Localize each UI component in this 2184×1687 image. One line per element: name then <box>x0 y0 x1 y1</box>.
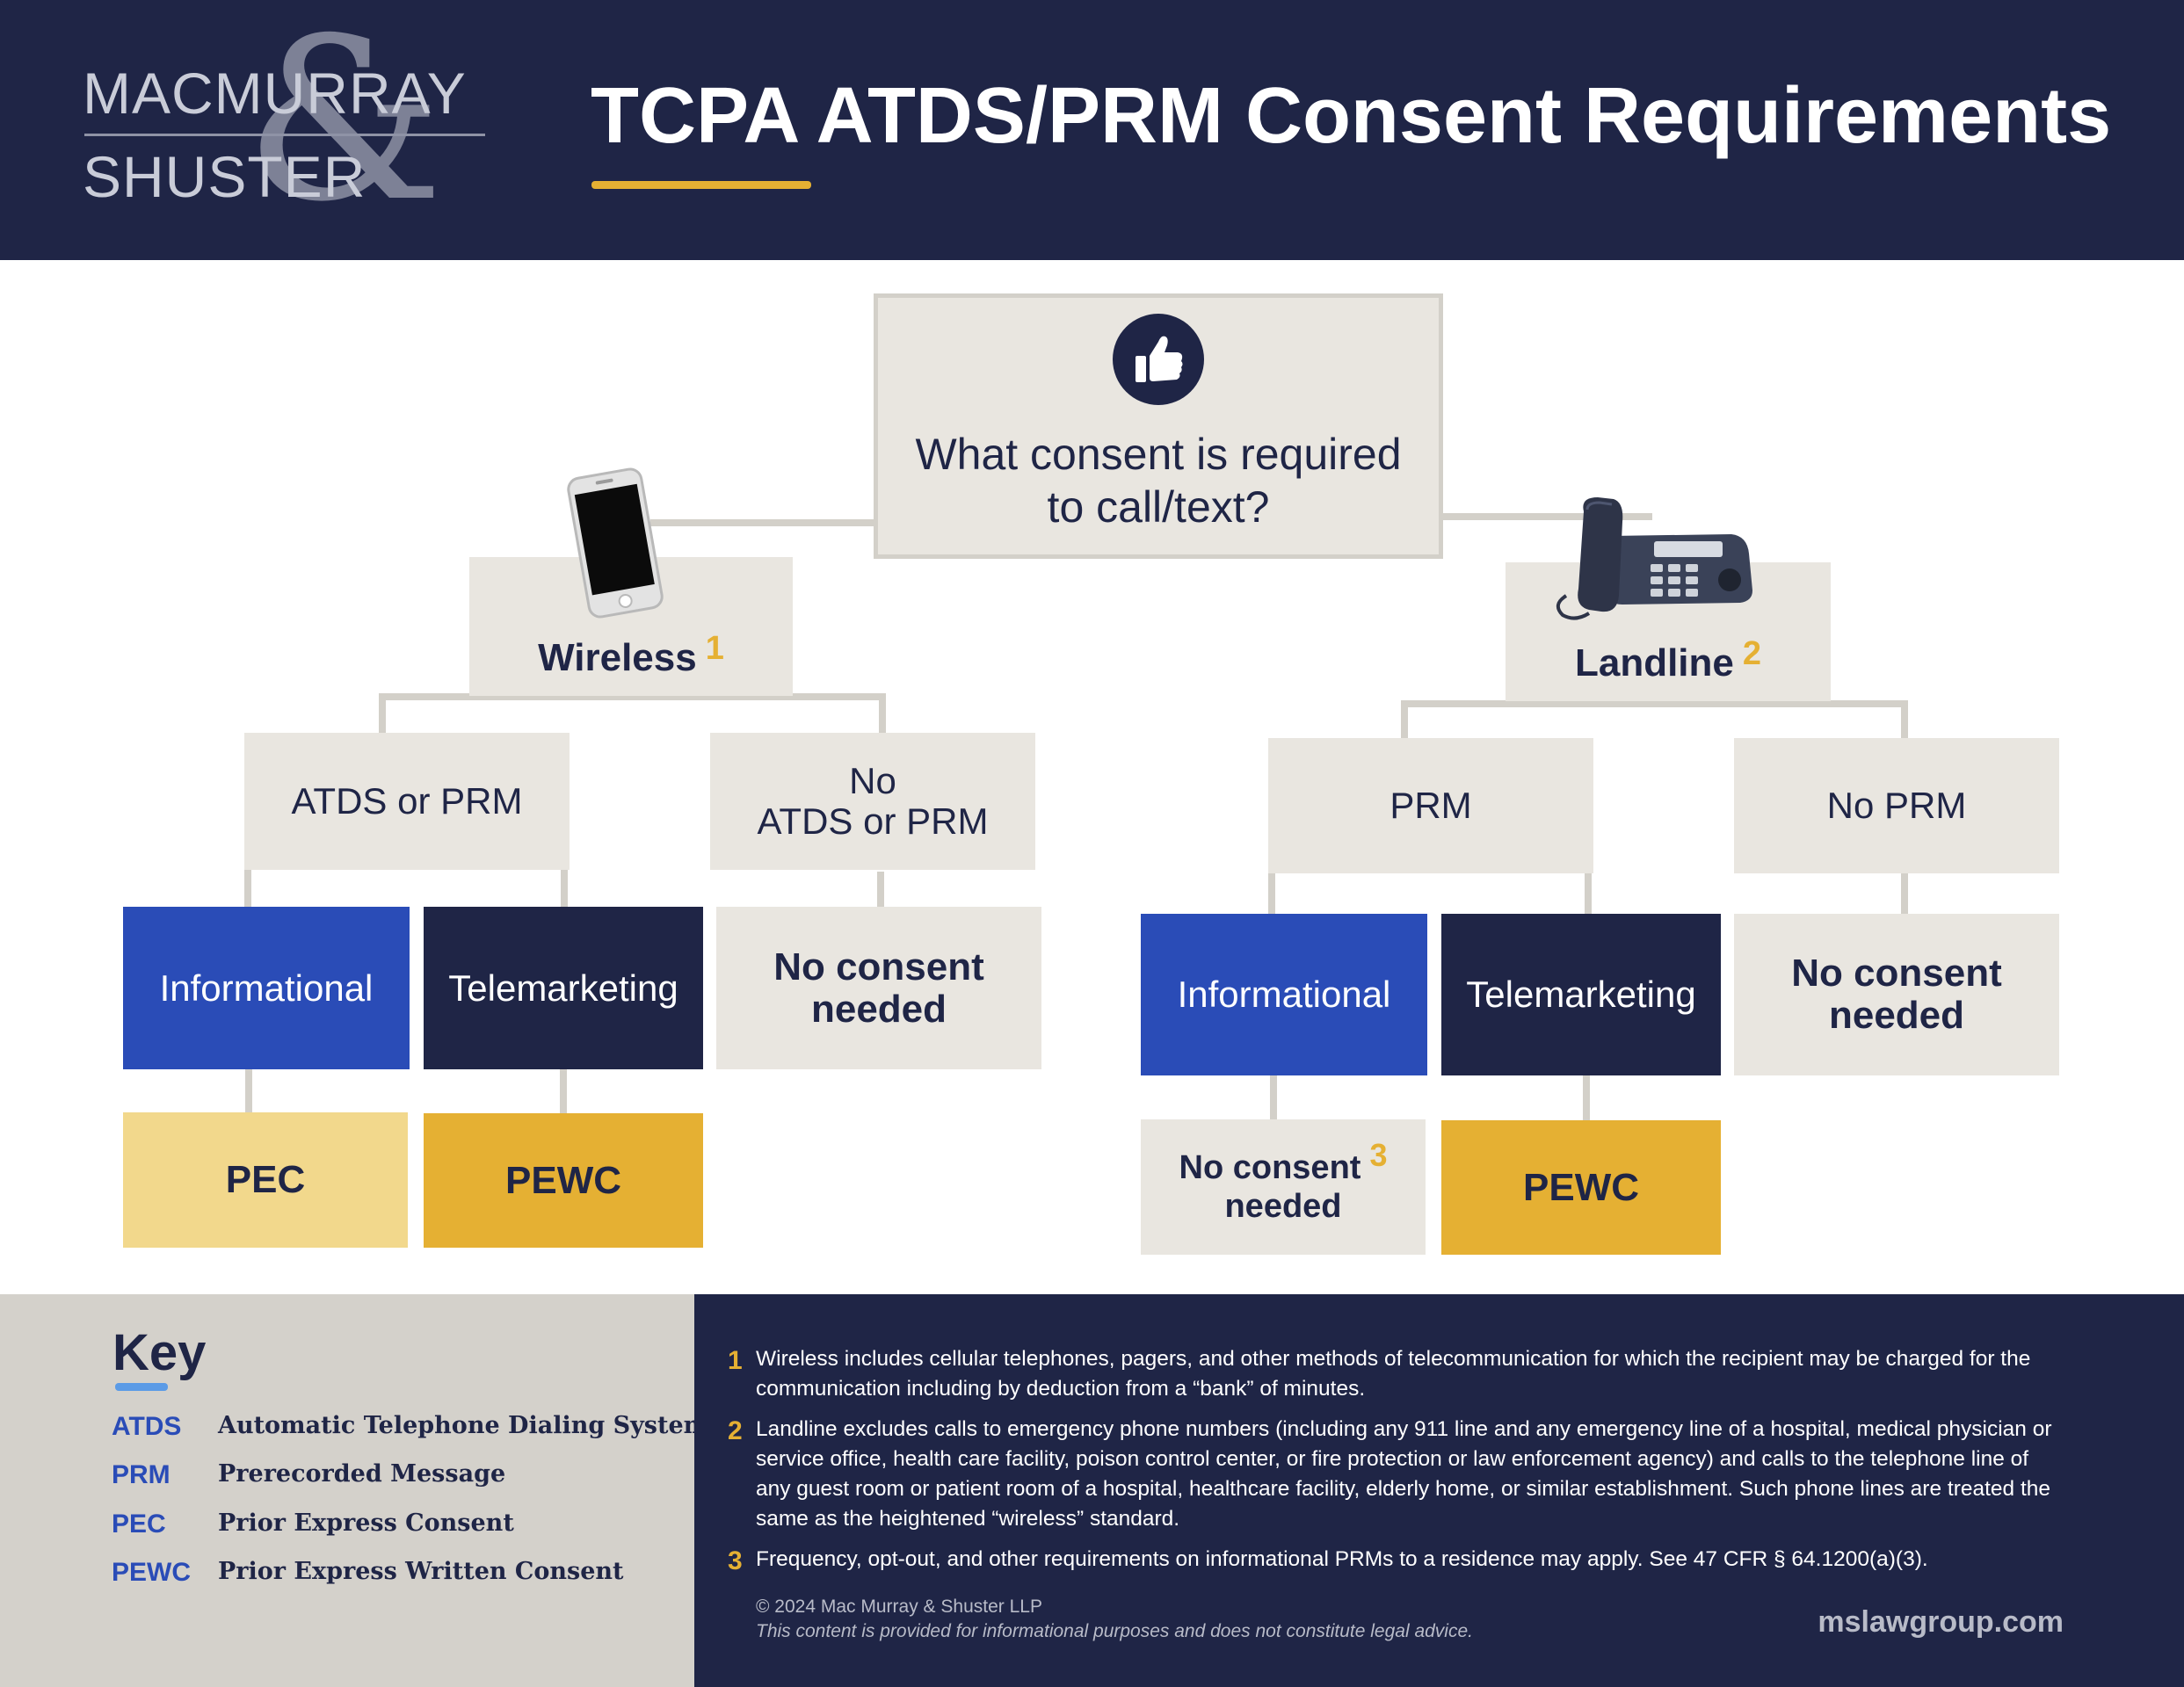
header-banner <box>0 0 2184 260</box>
connector-l-tele-pewc <box>1583 1075 1590 1121</box>
wireless-label: Wireless <box>538 636 697 679</box>
wireless-atds-prm-box: ATDS or PRM <box>244 733 570 870</box>
landline-pewc-label: PEWC <box>1523 1165 1639 1209</box>
key-abbr-pewc: PEWC <box>112 1558 191 1587</box>
wireless-pec-box: PEC <box>123 1112 408 1248</box>
page-title: TCPA ATDS/PRM Consent Requirements <box>591 72 2112 160</box>
disclaimer-text: This content is provided for information… <box>756 1621 1473 1641</box>
landline-prm-label: PRM <box>1389 785 1472 826</box>
key-panel <box>0 1294 694 1687</box>
landline-no-consent-line-1: No consent <box>1791 952 2002 995</box>
landline-no-consent-line-2: needed <box>1828 994 1965 1037</box>
wireless-no-consent-box: No consent needed <box>716 907 1041 1069</box>
wireless-no-atds-line-2: ATDS or PRM <box>757 800 989 842</box>
landline-no-prm-box: No PRM <box>1734 738 2059 873</box>
landline-info-result-ref: 3 <box>1369 1137 1388 1173</box>
footnote-3-text: Frequency, opt-out, and other requiremen… <box>756 1547 1928 1571</box>
key-def-pewc: Prior Express Written Consent <box>218 1558 624 1585</box>
root-question-text: What consent is required to call/text? <box>915 428 1401 533</box>
key-abbr-atds: ATDS <box>112 1412 182 1441</box>
connector-atds-tele <box>561 868 568 909</box>
landline-label: Landline <box>1574 641 1734 684</box>
wireless-no-consent-line-1: No consent <box>773 945 984 988</box>
copyright-text: © 2024 Mac Murray & Shuster LLP <box>756 1596 1042 1617</box>
footnote-2-text: Landline excludes calls to emergency pho… <box>756 1417 2052 1531</box>
footnote-1-text: Wireless includes cellular telephones, p… <box>756 1347 2031 1401</box>
logo-rule <box>84 134 485 136</box>
connector-noatds-noconsent <box>877 872 884 909</box>
connector-root-landline <box>1441 513 1652 520</box>
landline-informational-box: Informational <box>1141 914 1427 1075</box>
key-abbr-prm: PRM <box>112 1460 171 1489</box>
footnotes-panel <box>694 1294 2184 1687</box>
footnote-1-number: 1 <box>728 1346 743 1375</box>
root-question-line-2: to call/text? <box>1047 482 1270 532</box>
key-def-prm: Prerecorded Message <box>218 1460 506 1488</box>
firm-logo: & MACMURRAY SHUSTER <box>77 9 499 233</box>
wireless-no-atds-line-1: No <box>849 760 896 801</box>
connector-wireless-right <box>879 693 886 735</box>
connector-landline-right <box>1901 700 1908 741</box>
title-underline <box>591 181 811 189</box>
connector-wireless-split <box>379 693 886 700</box>
connector-wireless-left <box>379 693 386 735</box>
key-def-pec: Prior Express Consent <box>218 1510 514 1537</box>
desk-phone-icon <box>1556 497 1752 620</box>
connector-prm-info <box>1268 872 1275 915</box>
landline-no-prm-label: No PRM <box>1826 785 1967 826</box>
landline-telemarketing-box: Telemarketing <box>1441 914 1721 1075</box>
connector-landline-left <box>1401 700 1408 741</box>
key-underline <box>115 1383 168 1391</box>
wireless-no-atds-prm-box: No ATDS or PRM <box>710 733 1035 870</box>
wireless-note-ref: 1 <box>705 630 724 667</box>
landline-no-consent-box: No consent needed <box>1734 914 2059 1075</box>
landline-info-result-line-1: No consent <box>1179 1149 1361 1186</box>
smartphone-icon <box>567 467 664 619</box>
landline-pewc-box: PEWC <box>1441 1120 1721 1255</box>
wireless-pewc-box: PEWC <box>424 1113 703 1248</box>
connector-root-wireless <box>650 519 875 526</box>
key-abbr-pec: PEC <box>112 1510 166 1539</box>
connector-w-tele-pewc <box>560 1069 567 1113</box>
key-title: Key <box>112 1324 207 1381</box>
wireless-no-consent-line-2: needed <box>810 987 947 1031</box>
logo-line-1: MACMURRAY <box>83 61 467 126</box>
key-def-atds: Automatic Telephone Dialing System <box>218 1412 709 1439</box>
logo-ampersand: & <box>244 0 444 251</box>
website-link[interactable]: mslawgroup.com <box>1818 1605 2064 1639</box>
wireless-telemarketing-box: Telemarketing <box>424 907 703 1069</box>
connector-landline-split <box>1401 700 1908 707</box>
root-question-box: What consent is required to call/text? <box>874 293 1443 559</box>
connector-atds-info <box>244 868 251 909</box>
wireless-informational-box: Informational <box>123 907 410 1069</box>
footnote-3-number: 3 <box>728 1546 743 1575</box>
wireless-atds-prm-label: ATDS or PRM <box>291 780 523 822</box>
footnote-2-number: 2 <box>728 1416 743 1445</box>
connector-noprm-noconsent <box>1901 872 1908 915</box>
root-question-line-1: What consent is required <box>915 430 1402 479</box>
landline-info-result-line-2: needed <box>1224 1188 1342 1225</box>
wireless-pewc-label: PEWC <box>505 1158 621 1202</box>
wireless-informational-label: Informational <box>159 967 374 1009</box>
logo-line-2: SHUSTER <box>83 144 366 209</box>
landline-prm-box: PRM <box>1268 738 1593 873</box>
connector-l-info-result <box>1270 1075 1277 1121</box>
wireless-pec-label: PEC <box>225 1158 306 1201</box>
connector-w-info-pec <box>245 1069 252 1113</box>
landline-informational-label: Informational <box>1177 974 1391 1015</box>
landline-note-ref: 2 <box>1742 635 1762 672</box>
wireless-telemarketing-label: Telemarketing <box>448 967 678 1009</box>
thumbs-up-icon <box>1113 314 1204 405</box>
landline-telemarketing-label: Telemarketing <box>1466 974 1696 1015</box>
connector-prm-tele <box>1585 872 1592 915</box>
